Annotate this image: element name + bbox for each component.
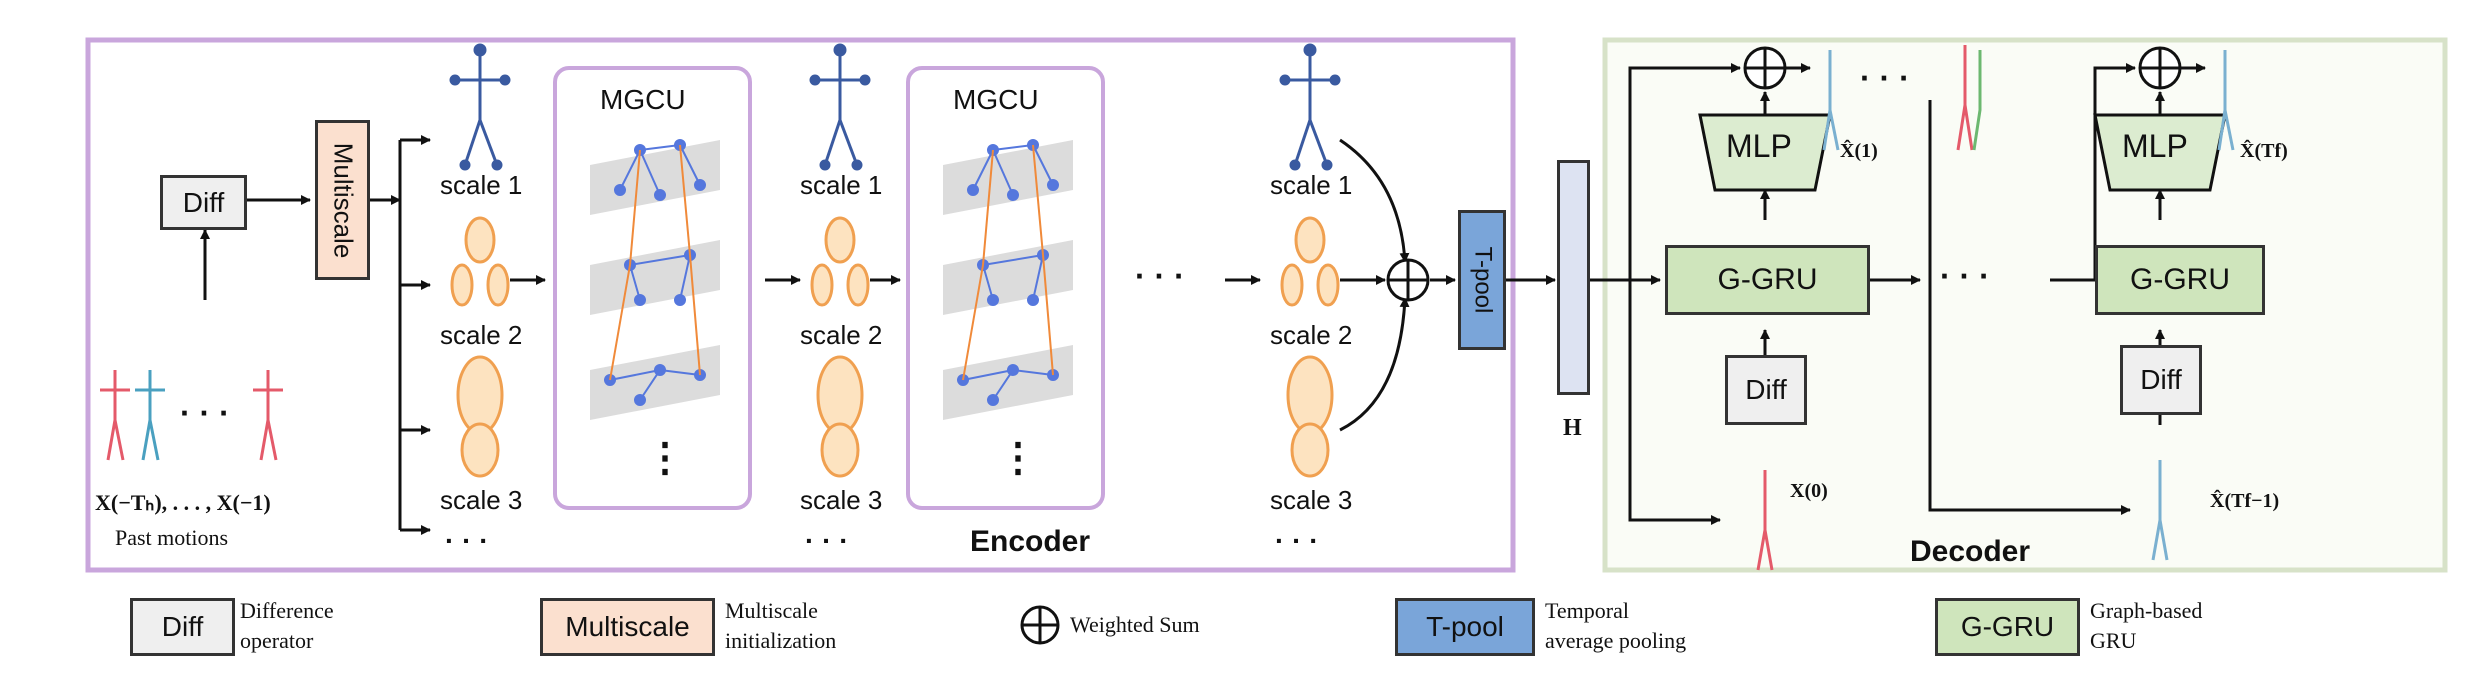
body-scale3-c (1286, 355, 1334, 478)
scale1-label-c: scale 1 (1270, 170, 1353, 200)
legend-multiscale-text2: initialization (725, 628, 837, 653)
mgcu-title-1: MGCU (600, 84, 686, 115)
mgcu-layers-2 (943, 140, 1073, 420)
tpool-label: T-pool (1469, 246, 1497, 314)
legend-multiscale-box: Multiscale (540, 598, 715, 656)
body-scale3-a (456, 355, 504, 478)
legend-weighted-sum-icon (1020, 605, 1060, 645)
scale3-label-c: scale 3 (1270, 485, 1353, 515)
dots-input: · · · (180, 395, 230, 431)
past-motion-poses (100, 370, 283, 461)
dots-encoder-chain: · · · (1135, 258, 1185, 294)
legend-diff-box: Diff (130, 598, 235, 656)
h-box (1557, 160, 1590, 395)
legend-multiscale-text1: Multiscale (725, 598, 818, 623)
decoder-dots-mid: · · · (1940, 258, 1990, 294)
scale1-label-b: scale 1 (800, 170, 883, 200)
scale2-label-c: scale 2 (1270, 320, 1353, 350)
decoder-dots-top: · · · (1860, 60, 1910, 96)
legend-weighted-sum-text: Weighted Sum (1070, 612, 1200, 637)
diff-box-decoder-2: Diff (2120, 345, 2202, 415)
multiscale-label: Multiscale (328, 142, 358, 258)
input-caption: X(−Tₕ), . . . , X(−1) (95, 490, 271, 515)
legend-diff-text2: operator (240, 628, 314, 653)
legend-diff-text1: Difference (240, 598, 334, 623)
mgcu-title-2: MGCU (953, 84, 1039, 115)
scale3-label-a: scale 3 (440, 485, 523, 515)
x0-label: X(0) (1790, 480, 1828, 502)
legend-ggru-text1: Graph-based (2090, 598, 2203, 623)
scale2-label-a: scale 2 (440, 320, 523, 350)
legend-tpool-box: T-pool (1395, 598, 1535, 656)
weighted-sum-encoder (1386, 258, 1430, 302)
vdots-mgcu-1: ⋮ (645, 436, 685, 480)
ggru-box-2: G-GRU (2095, 245, 2265, 315)
past-motions-label: Past motions (115, 525, 229, 550)
x1-hat-label: X̂(1) (1840, 140, 1878, 162)
xTf1-hat-label: X̂(Tf−1) (2210, 490, 2280, 512)
mgcu-links-2 (962, 144, 1054, 381)
mlp-label-1: MLP (1726, 128, 1792, 164)
mgcu-links-1 (609, 144, 701, 381)
weighted-sum-decoder-2 (2138, 46, 2182, 90)
scale1-label-a: scale 1 (440, 170, 523, 200)
body-scale2-c (1280, 216, 1340, 307)
scale2-label-b: scale 2 (800, 320, 883, 350)
tpool-box: T-pool (1458, 210, 1506, 350)
mlp-shape-1 (1698, 113, 1832, 192)
dots-scale-mid: · · · (805, 525, 849, 556)
h-label: H (1563, 415, 1582, 441)
diff-box-decoder-1: Diff (1725, 355, 1807, 425)
mlp-label-2: MLP (2122, 128, 2188, 164)
body-scale3-b (816, 355, 864, 478)
weighted-sum-decoder-1 (1743, 46, 1787, 90)
dots-scale-left: · · · (445, 525, 489, 556)
skeleton-scale1-c (1279, 43, 1341, 171)
body-scale2-b (810, 216, 870, 307)
scale3-label-b: scale 3 (800, 485, 883, 515)
xTf-hat-label: X̂(Tf) (2240, 140, 2288, 162)
body-scale2-a (450, 216, 510, 307)
dots-scale-right: · · · (1275, 525, 1319, 556)
skeleton-scale1-b (809, 43, 871, 171)
legend-ggru-box: G-GRU (1935, 598, 2080, 656)
vdots-mgcu-2: ⋮ (998, 436, 1038, 480)
ggru-box-1: G-GRU (1665, 245, 1870, 315)
skeleton-scale1-a (449, 43, 511, 171)
legend-ggru-text2: GRU (2090, 628, 2137, 653)
diff-box-encoder: Diff (160, 175, 247, 230)
encoder-arrows (200, 135, 1556, 535)
legend-tpool-text2: average pooling (1545, 628, 1687, 653)
decoder-poses (1756, 45, 2235, 571)
multiscale-box: Multiscale (315, 120, 370, 280)
decoder-title: Decoder (1910, 535, 2031, 568)
mlp-shape-2 (2093, 113, 2227, 192)
legend-tpool-text1: Temporal (1545, 598, 1629, 623)
encoder-title: Encoder (970, 525, 1091, 558)
